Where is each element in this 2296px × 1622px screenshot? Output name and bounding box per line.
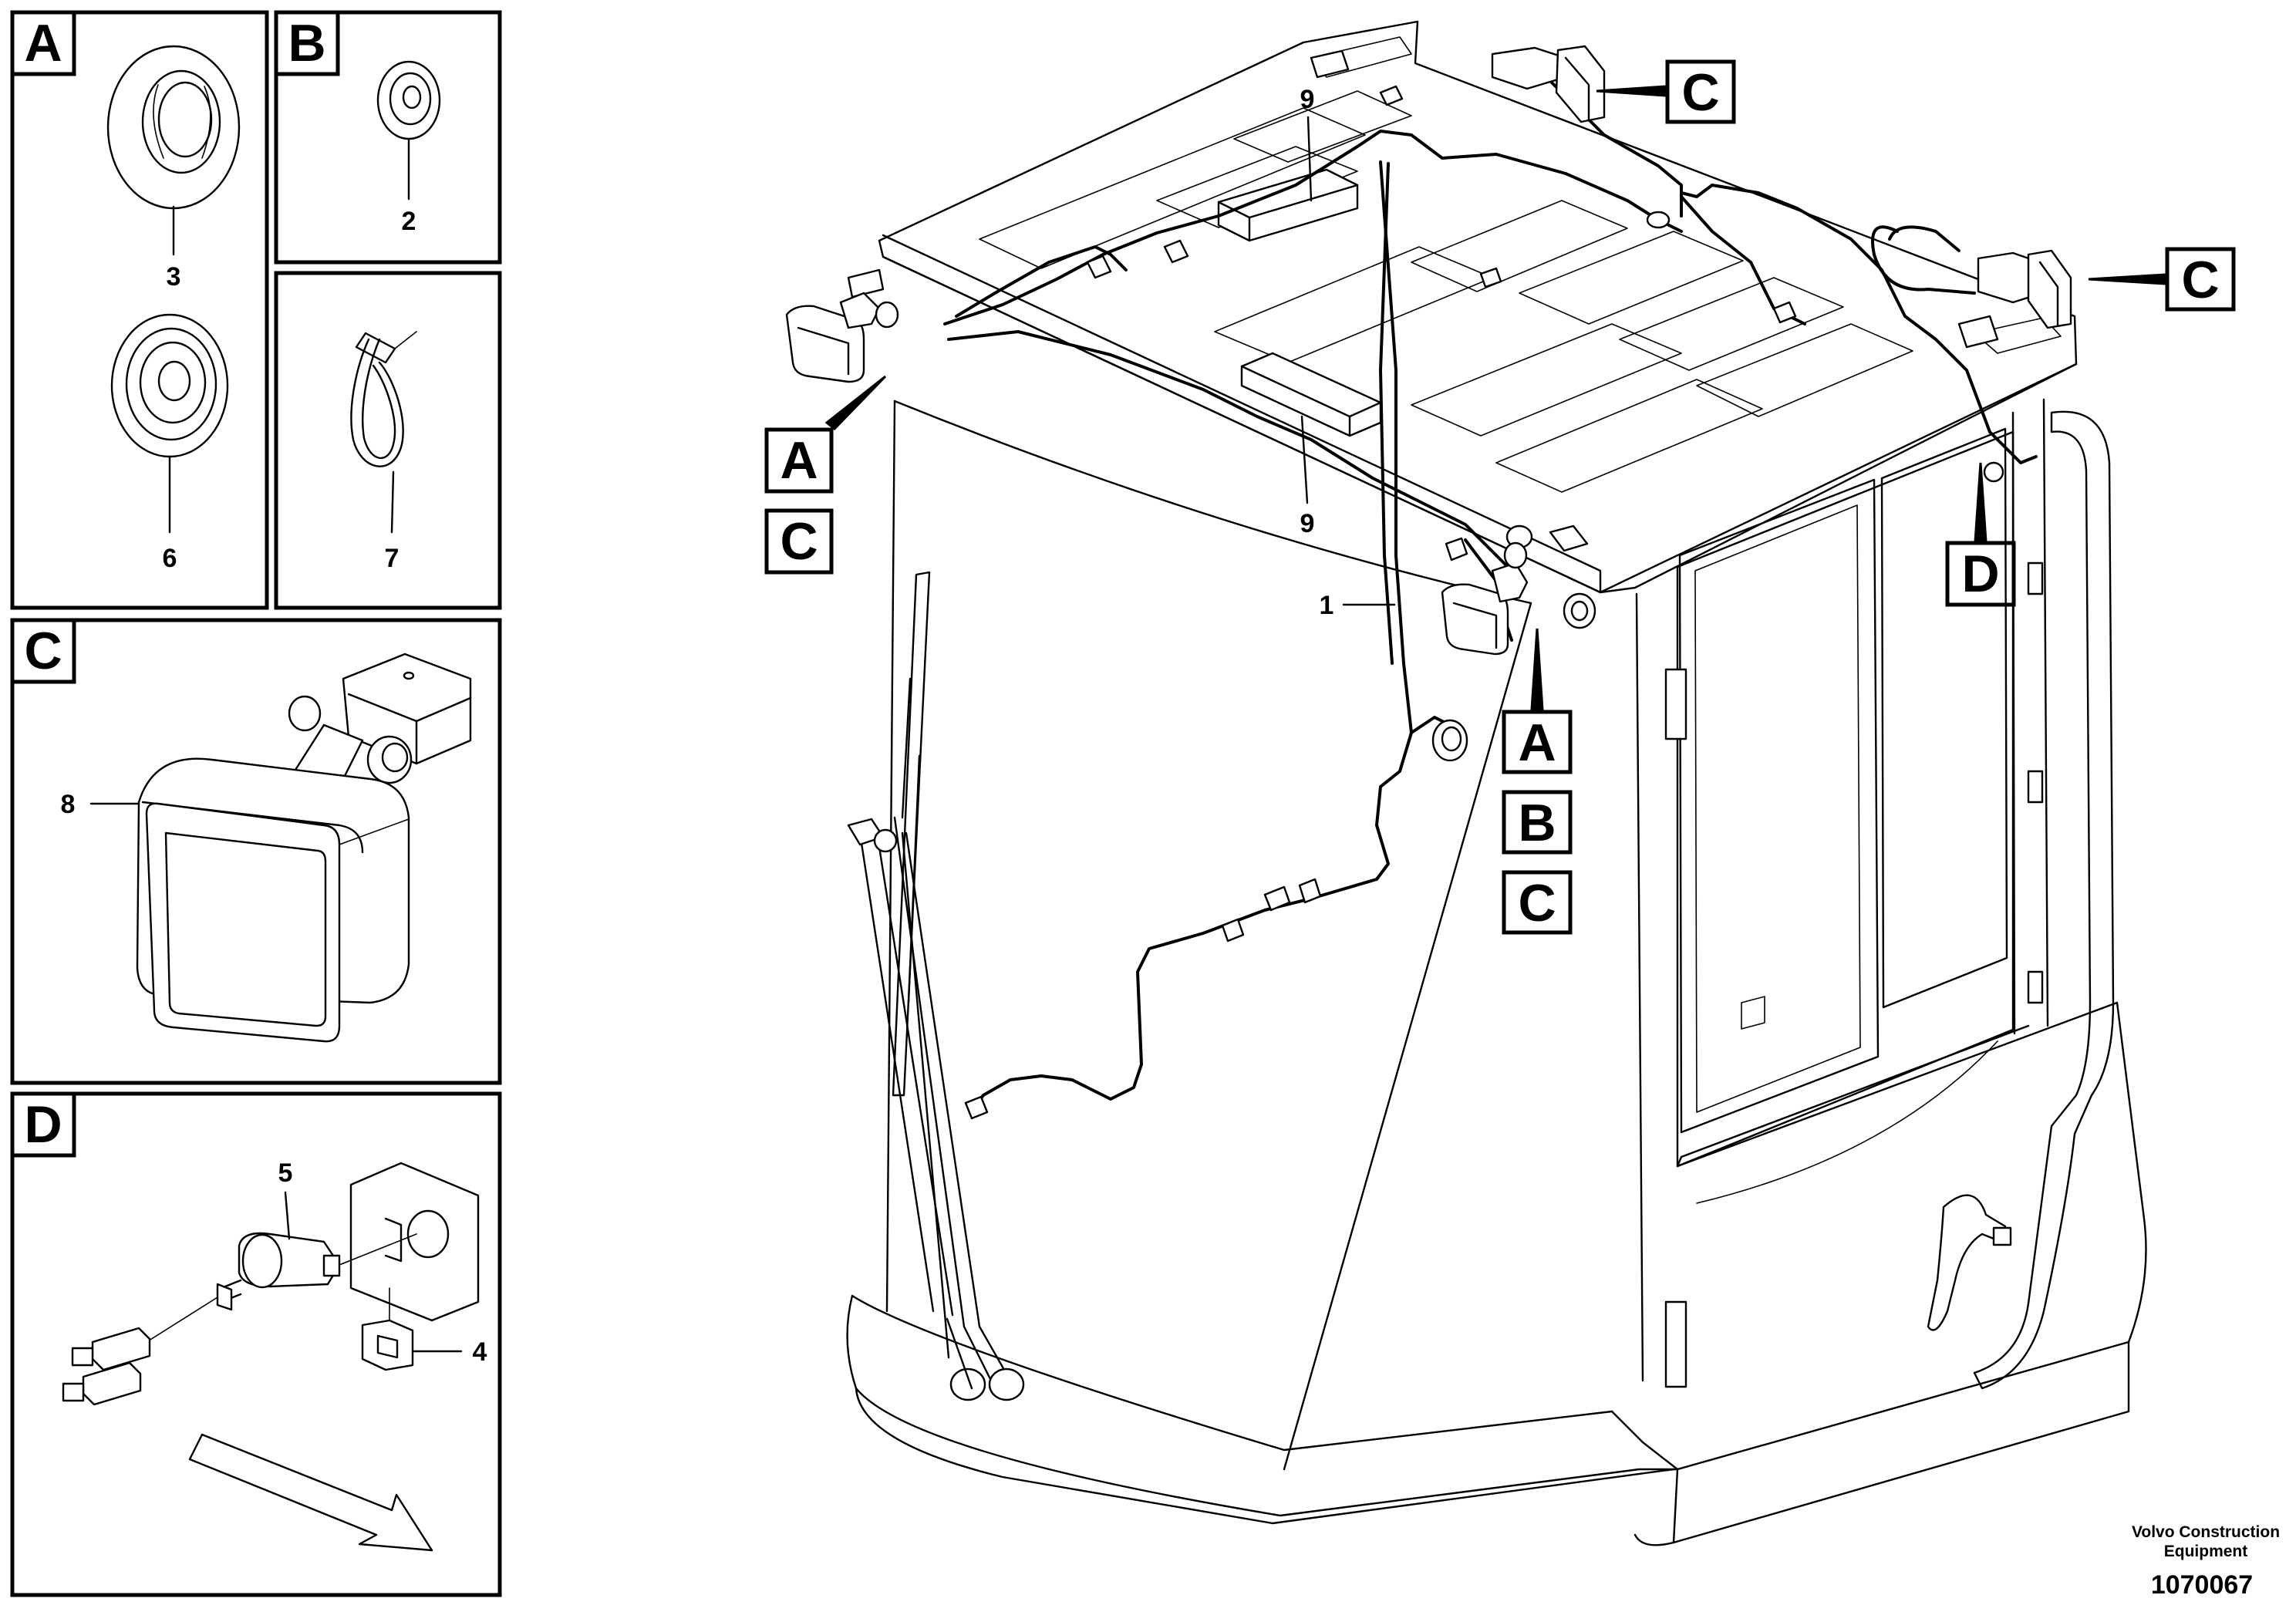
callout-c-right-box	[2165, 247, 2236, 312]
cable-tie-7-drawing	[350, 331, 417, 467]
roof-outline	[878, 20, 2078, 594]
callout-a-left-box	[764, 427, 834, 494]
panel-a-letter: A	[24, 14, 62, 73]
panel-c-letter: C	[24, 622, 62, 680]
work-light-center	[1441, 541, 1529, 656]
panel-b-letter: B	[288, 14, 325, 73]
work-light-top	[1491, 45, 1606, 123]
illustration-number: 1070067	[2151, 1570, 2253, 1600]
part-number-5: 5	[278, 1158, 293, 1188]
callout-a-left: A	[780, 431, 818, 490]
panel-a-frame	[10, 10, 269, 610]
door-lock	[1992, 1226, 2012, 1246]
roof-panels	[979, 36, 2062, 493]
callout-d-right-arrow	[1974, 462, 1988, 543]
direction-arrow-icon	[188, 1433, 433, 1552]
hinge-lower	[1664, 1300, 1687, 1388]
grab-handrail	[1973, 410, 2115, 1390]
panel-d-letter: D	[24, 1095, 62, 1154]
panel-b-tag-box	[274, 10, 340, 76]
cab-lower-skirt	[846, 1001, 2147, 1517]
part-number-1: 1	[1320, 591, 1334, 620]
detail-panel-c: C 8	[10, 618, 502, 1085]
callout-c-right: C	[2181, 251, 2219, 309]
callout-d-right-box	[1945, 541, 2016, 607]
wiper-assembly	[847, 571, 1025, 1401]
door-handle	[1927, 1194, 2007, 1331]
leader-9-upper	[1306, 116, 1313, 202]
roof-bracket-top	[1310, 49, 1350, 79]
detail-panel-b: B 2	[274, 10, 502, 265]
work-light-left	[785, 292, 899, 383]
cab-door-frame	[1676, 430, 2014, 1168]
panel-c-frame	[10, 618, 502, 1085]
callout-b-center-box	[1502, 790, 1573, 855]
cab-front-left-edge	[885, 400, 896, 1313]
callout-c-center-box	[1502, 870, 1573, 935]
grommet-3-drawing	[106, 45, 241, 210]
credit-line-1: Volvo Construction	[2132, 1523, 2280, 1541]
part-number-7: 7	[385, 544, 400, 573]
leader-5	[284, 1191, 291, 1240]
detail-panel-d: D 5 4	[10, 1091, 502, 1597]
panel-c-tag-box	[10, 618, 76, 684]
panel-d-frame	[10, 1091, 502, 1597]
callout-c-top-box	[1665, 59, 1736, 124]
callout-a-center-box	[1502, 710, 1573, 774]
leader-7	[390, 470, 395, 534]
work-light-right	[1977, 249, 2072, 329]
callout-c-left-box	[764, 508, 834, 575]
control-box-lower	[1240, 352, 1382, 437]
leader-9-lower	[1300, 415, 1309, 504]
part-number-9-lower: 9	[1300, 509, 1315, 538]
callout-a-center: A	[1518, 713, 1556, 772]
part-number-8: 8	[61, 790, 76, 819]
part-number-3: 3	[167, 262, 181, 292]
door-window-left	[1678, 478, 1880, 1134]
detail-panel-a: A 3 6	[10, 10, 269, 610]
grommet-6-drawing	[110, 313, 229, 458]
callout-a-center-arrow	[1530, 628, 1544, 711]
work-light-8-drawing	[136, 653, 472, 1043]
cab-assembly-drawing	[785, 20, 2147, 1546]
callout-c-left: C	[780, 512, 818, 571]
door-window-right	[1880, 427, 2008, 1009]
callout-d-right: D	[1961, 545, 1999, 603]
hinge-upper	[1664, 668, 1687, 740]
part-number-4: 4	[473, 1337, 487, 1367]
lamp-socket-drawing	[62, 1162, 480, 1552]
panel-b-frame	[274, 10, 502, 265]
callout-c-top-arrow	[1596, 85, 1667, 97]
part-number-6: 6	[163, 544, 177, 573]
harness-main-run	[970, 160, 1413, 1112]
wiring-harness	[943, 72, 2038, 1120]
panel-d-tag-box	[10, 1091, 76, 1158]
callout-c-top: C	[1681, 63, 1719, 122]
callout-c-right-arrow	[2088, 273, 2167, 285]
part-number-9-upper: 9	[1300, 85, 1315, 114]
panel-a-tag-box	[10, 10, 76, 76]
part-number-2: 2	[402, 207, 416, 236]
grommet-2-drawing	[376, 60, 441, 140]
credit-line-2: Equipment	[2164, 1543, 2248, 1560]
detail-panel-cable-tie: 7	[274, 271, 502, 610]
panel-tie-frame	[274, 271, 502, 610]
callout-b-center: B	[1518, 794, 1556, 852]
callout-a-left-arrow	[824, 375, 887, 431]
callout-c-center: C	[1518, 874, 1556, 932]
